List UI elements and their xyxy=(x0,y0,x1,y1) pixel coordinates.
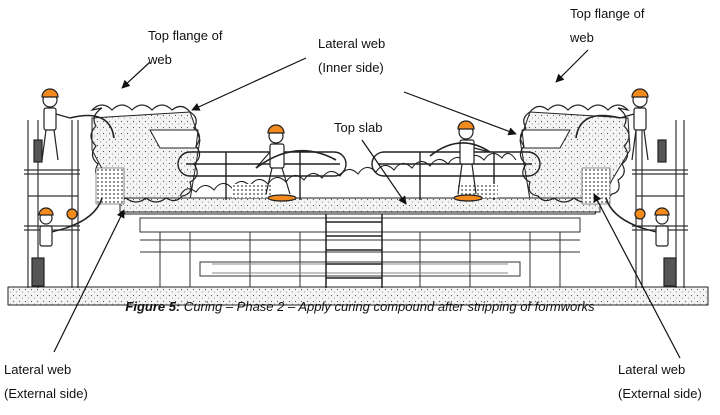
center-ladder xyxy=(325,208,383,288)
arrow-external-right xyxy=(593,193,681,359)
label-top-slab: Top slab xyxy=(334,120,383,135)
label-arrows xyxy=(53,49,681,359)
figure-caption: Figure 5: Curing – Phase 2 – Apply curin… xyxy=(0,299,720,314)
label-top-flange-left: Top flange of web xyxy=(148,28,223,67)
left-scaffold xyxy=(24,120,80,288)
arrow-external-left xyxy=(53,209,125,353)
right-scaffold xyxy=(632,120,688,288)
worker-top-left xyxy=(33,88,71,163)
arrow-inner-web-left xyxy=(191,57,307,111)
worker-slab-right xyxy=(453,120,491,202)
arrow-top-flange-left xyxy=(121,61,151,89)
arrow-top-flange-right xyxy=(555,49,589,83)
label-lateral-web-inner: Lateral web (Inner side) xyxy=(318,36,386,75)
ground-slab xyxy=(7,286,709,306)
curing-cloud-right xyxy=(519,104,630,203)
arrow-inner-web-right xyxy=(403,91,517,136)
curing-cloud-left xyxy=(90,104,201,203)
label-lateral-web-external-left: Lateral web (External side) xyxy=(4,362,88,401)
curing-hoses xyxy=(65,114,643,229)
formwork-frame xyxy=(139,217,581,287)
caption-prefix: Figure 5: xyxy=(125,299,181,314)
worker-top-right xyxy=(619,88,667,163)
caption-text: Curing – Phase 2 – Apply curing compound… xyxy=(180,299,595,314)
worker-low-right xyxy=(634,207,677,287)
label-lateral-web-external-right: Lateral web (External side) xyxy=(618,362,702,401)
worker-low-left xyxy=(31,207,78,287)
arrow-top-slab xyxy=(361,139,407,205)
label-top-flange-right: Top flange of web xyxy=(570,6,645,45)
